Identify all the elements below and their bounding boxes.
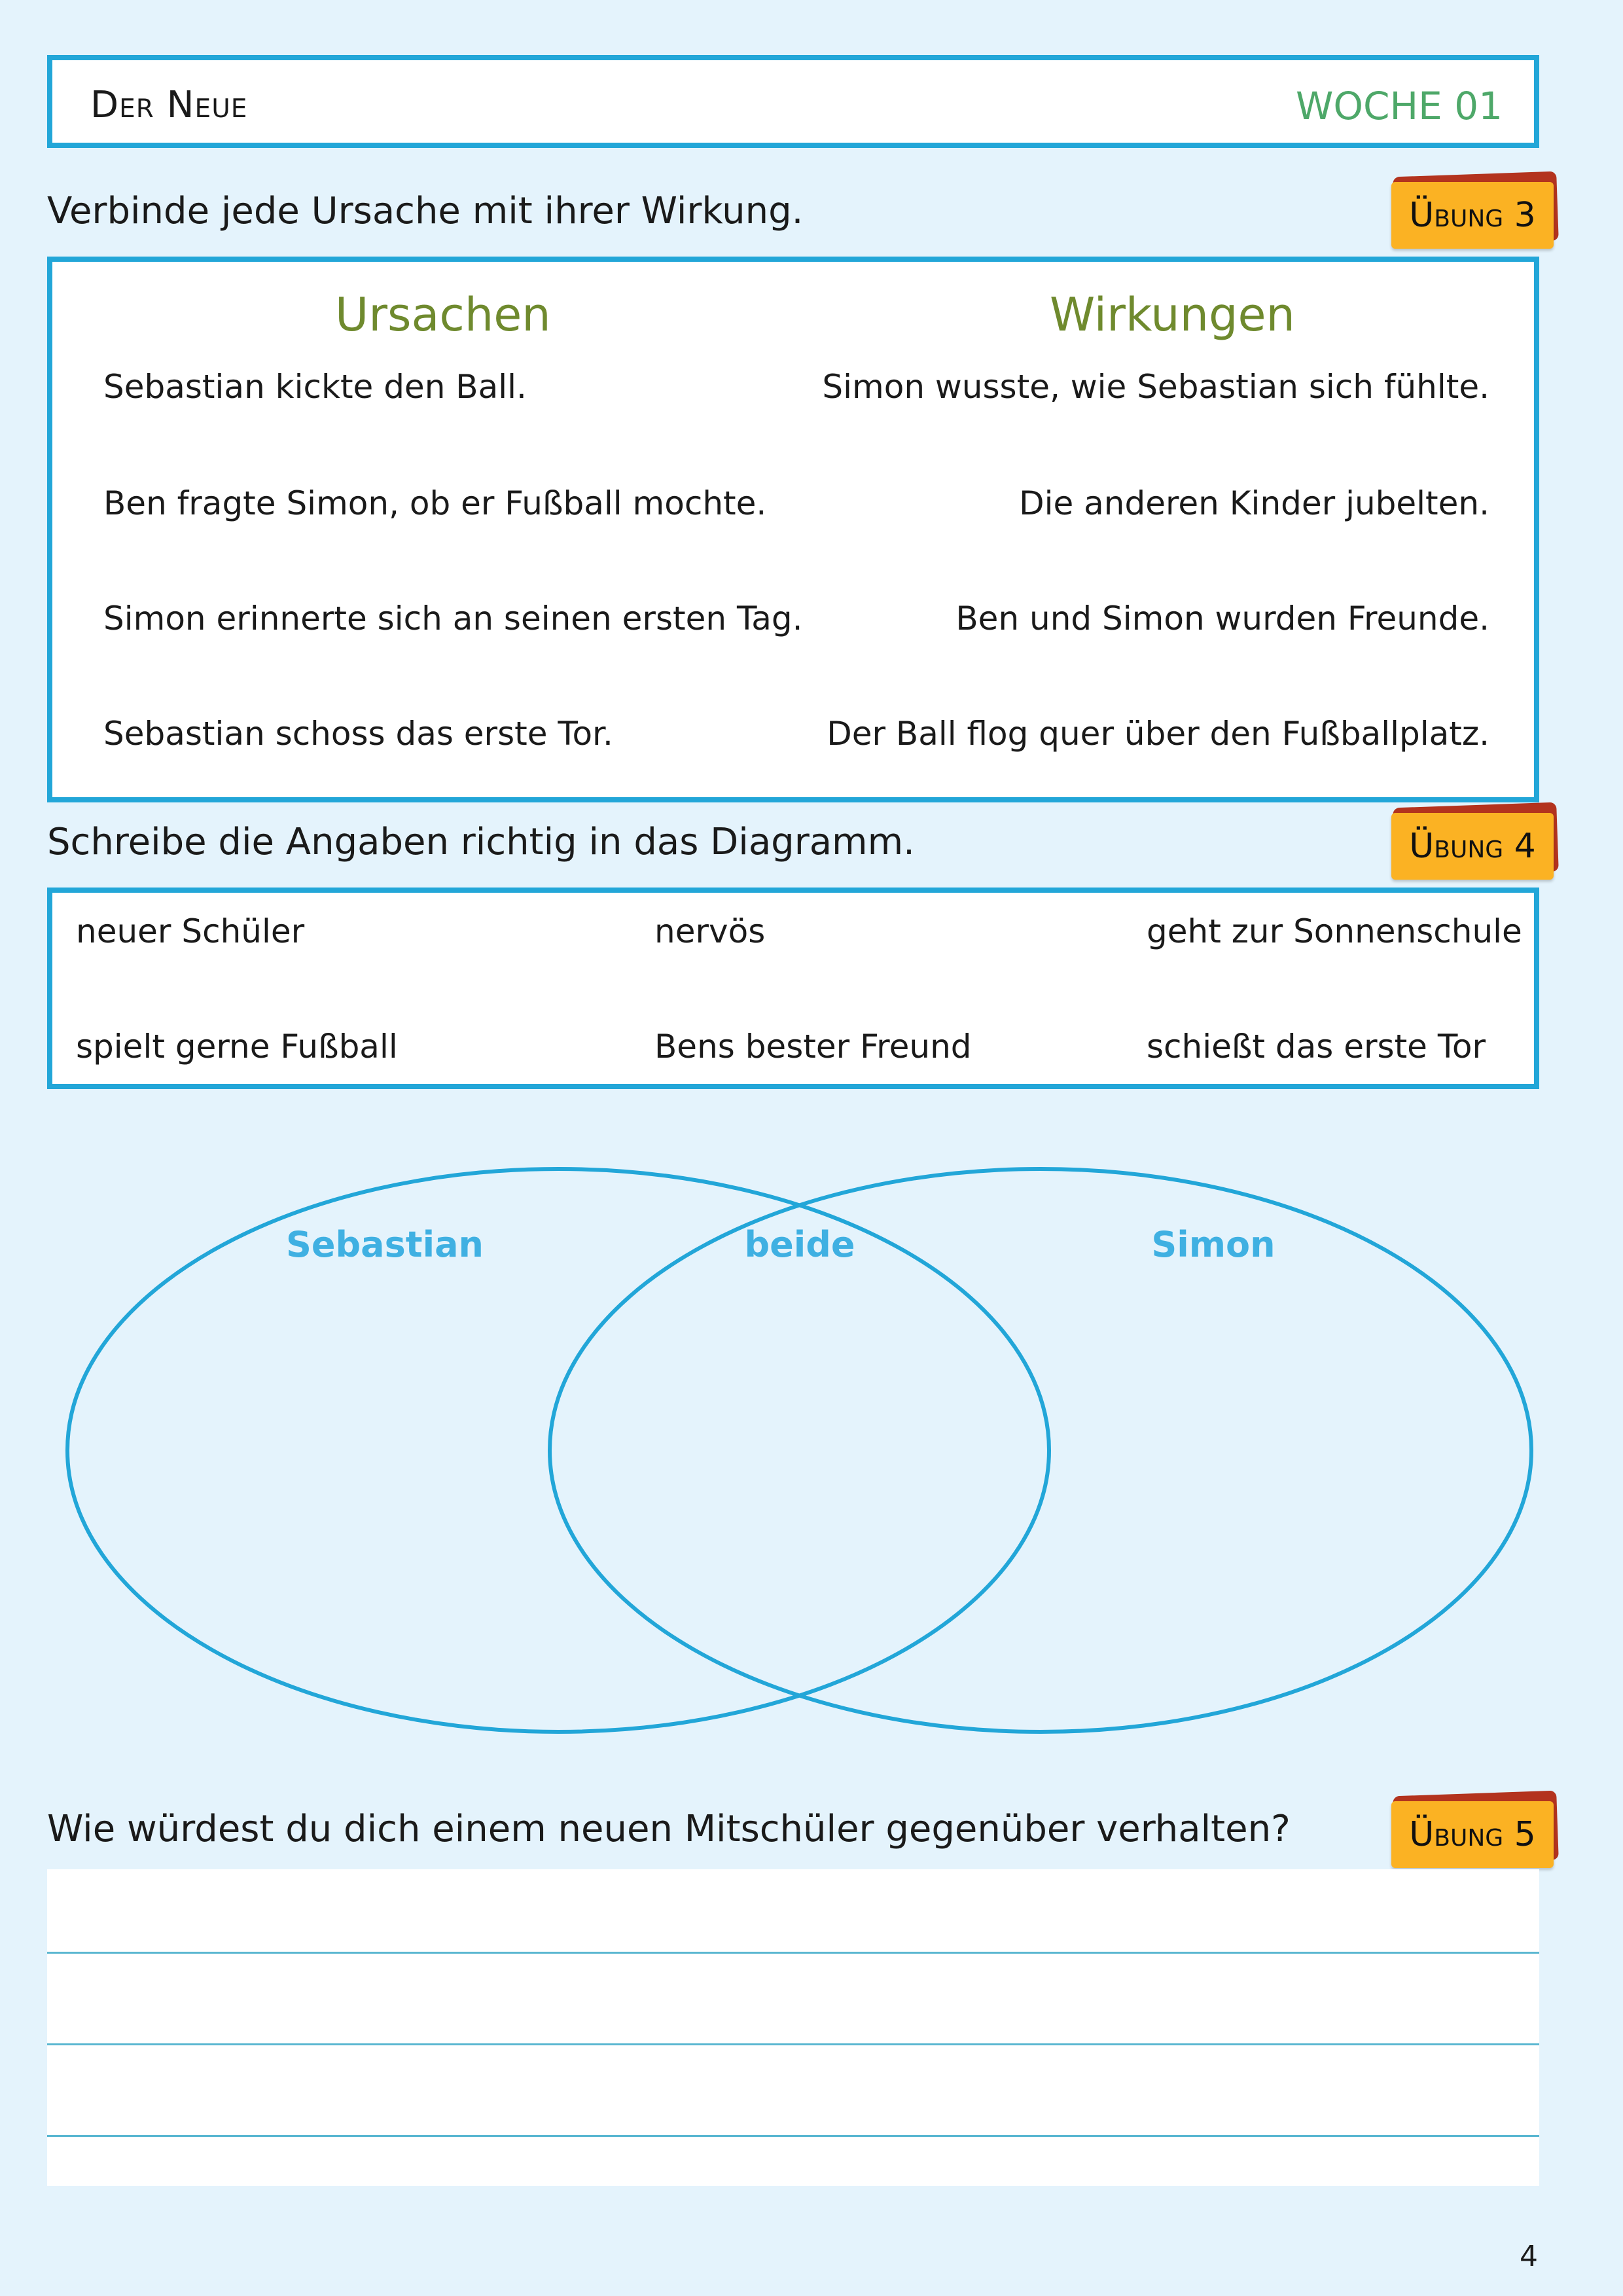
badge-face <box>1391 182 1554 249</box>
effect-item[interactable]: Die anderen Kinder jubelten. <box>1019 484 1489 522</box>
writing-line[interactable] <box>47 2135 1539 2137</box>
cause-item[interactable]: Sebastian schoss das erste Tor. <box>103 715 613 753</box>
exercise5-badge: Übung 5 <box>1391 1790 1559 1871</box>
cause-item[interactable]: Sebastian kickte den Ball. <box>103 368 527 406</box>
badge-face <box>1391 1801 1554 1868</box>
badge-label: Übung 5 <box>1409 1815 1536 1854</box>
header-bar: Der Neue WOCHE 01 <box>47 55 1539 148</box>
word-bank-item: neuer Schüler <box>76 912 305 950</box>
word-bank-item: geht zur Sonnenschule <box>1147 912 1522 950</box>
word-bank-item: spielt gerne Fußball <box>76 1028 398 1066</box>
writing-line[interactable] <box>47 2043 1539 2045</box>
venn-right-ellipse[interactable] <box>548 1167 1533 1734</box>
page-number: 4 <box>1520 2240 1538 2273</box>
venn-middle-label: beide <box>744 1224 855 1265</box>
causes-heading: Ursachen <box>335 288 551 342</box>
word-bank-box: neuer Schüler nervös geht zur Sonnenschu… <box>47 888 1539 1089</box>
word-bank-item: schießt das erste Tor <box>1147 1028 1486 1066</box>
effect-item[interactable]: Ben und Simon wurden Freunde. <box>955 600 1489 637</box>
venn-left-ellipse[interactable] <box>65 1167 1051 1734</box>
worksheet-title: Der Neue <box>90 84 248 126</box>
effect-item[interactable]: Simon wusste, wie Sebastian sich fühlte. <box>822 368 1489 406</box>
exercise4-badge: Übung 4 <box>1391 802 1559 882</box>
venn-diagram: Sebastian beide Simon <box>65 1167 1533 1734</box>
cause-item[interactable]: Simon erinnerte sich an seinen ersten Ta… <box>103 600 803 637</box>
week-label: WOCHE 01 <box>1296 84 1503 128</box>
word-bank-item: Bens bester Freund <box>654 1028 972 1066</box>
badge-face <box>1391 813 1554 880</box>
writing-line[interactable] <box>47 1952 1539 1954</box>
exercise4-instruction: Schreibe die Angaben richtig in das Diag… <box>47 821 915 863</box>
exercise3-instruction: Verbinde jede Ursache mit ihrer Wirkung. <box>47 190 804 232</box>
effect-item[interactable]: Der Ball flog quer über den Fußballplatz… <box>827 715 1489 753</box>
cause-item[interactable]: Ben fragte Simon, ob er Fußball mochte. <box>103 484 767 522</box>
badge-label: Übung 4 <box>1409 827 1536 866</box>
effects-heading: Wirkungen <box>1050 288 1295 342</box>
venn-left-label: Sebastian <box>286 1224 484 1265</box>
word-bank-item: nervös <box>654 912 766 950</box>
venn-right-label: Simon <box>1151 1224 1275 1265</box>
exercise3-badge: Übung 3 <box>1391 171 1559 251</box>
cause-effect-box: Ursachen Wirkungen Sebastian kickte den … <box>47 257 1539 802</box>
answer-writing-area[interactable] <box>47 1869 1539 2186</box>
exercise5-instruction: Wie würdest du dich einem neuen Mitschül… <box>47 1808 1291 1850</box>
badge-label: Übung 3 <box>1409 196 1536 235</box>
